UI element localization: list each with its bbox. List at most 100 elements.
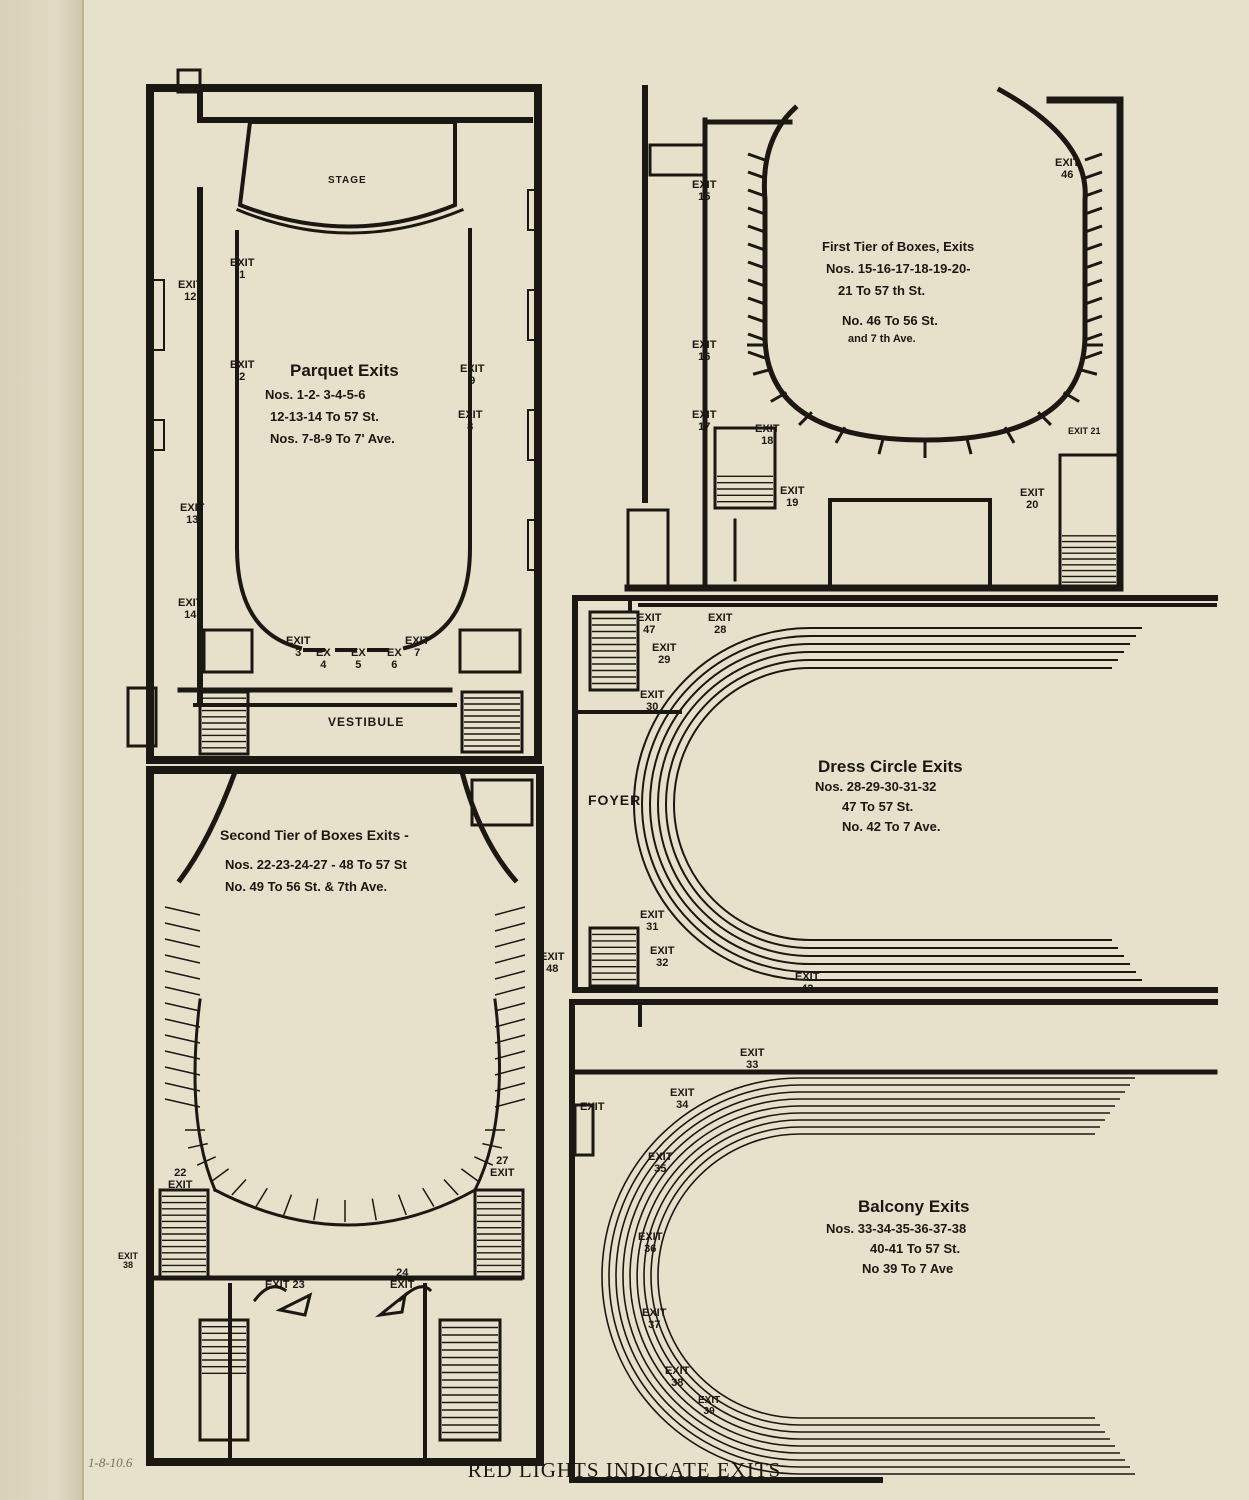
balcony-seat-row <box>629 1105 1115 1447</box>
parquet-line-1: Nos. 1-2- 3-4-5-6 <box>265 387 366 402</box>
exit-balcony-wall: EXIT <box>580 1101 605 1113</box>
second-tier-box-divider <box>474 1156 494 1166</box>
first-tier-box-divider <box>1084 206 1103 216</box>
second-tier-box-divider <box>494 922 526 932</box>
stage-label: STAGE <box>328 175 367 186</box>
second-tier-box-divider <box>211 1168 230 1182</box>
exit-21: EXIT 21 <box>1068 426 1101 436</box>
first-tier-box-divider <box>1084 170 1103 180</box>
dress-circle-plan <box>572 595 1218 993</box>
first-tier-box-divider <box>1079 368 1098 376</box>
first-tier-box-divider <box>747 188 766 198</box>
second-tier-title: Second Tier of Boxes Exits - <box>220 827 409 843</box>
second-tier-box-divider <box>494 1082 526 1092</box>
second-tier-box-divider <box>482 1142 503 1149</box>
second-tier-box-divider <box>494 1066 526 1076</box>
first-tier-box-divider <box>752 368 771 376</box>
balcony-seat-row <box>622 1098 1120 1454</box>
first-tier-box-divider <box>747 278 766 288</box>
dress-circle-seat-row <box>641 635 1136 973</box>
first-tier-box-divider <box>798 411 813 426</box>
second-tier-box-divider <box>196 1156 216 1166</box>
balcony-plan <box>569 999 1218 1483</box>
second-tier-box-divider <box>494 1034 526 1044</box>
first-tier-box-divider <box>1084 350 1103 360</box>
balcony-line-2: 40-41 To 57 St. <box>870 1241 961 1256</box>
dress-circle-seat-row <box>649 643 1130 965</box>
first-tier-line-2: 21 To 57 th St. <box>838 283 926 298</box>
second-tier-box-divider <box>164 1002 201 1012</box>
second-tier-box-divider <box>460 1168 479 1182</box>
second-tier-box-divider <box>494 1050 526 1060</box>
second-tier-box-divider <box>164 1098 201 1108</box>
balcony-seat-row <box>650 1126 1100 1426</box>
stage-outline <box>237 120 457 229</box>
balcony-seat-row <box>615 1091 1125 1461</box>
second-tier-box-divider <box>494 970 526 980</box>
balcony-title: Balcony Exits <box>858 1197 970 1216</box>
second-tier-box-divider <box>313 1198 319 1221</box>
second-tier-box-divider <box>494 906 526 916</box>
parquet-line-3: Nos. 7-8-9 To 7' Ave. <box>270 431 395 446</box>
second-tier-line-1: Nos. 22-23-24-27 - 48 To 57 St <box>225 857 407 872</box>
parquet-horseshoe <box>235 228 472 651</box>
first-tier-box-divider <box>1062 391 1080 403</box>
first-tier-box-divider <box>1084 278 1103 288</box>
dress-circle-line-2: 47 To 57 St. <box>842 799 914 814</box>
parquet-line-2: 12-13-14 To 57 St. <box>270 409 379 424</box>
foyer-label: FOYER <box>588 792 642 808</box>
binding-gutter <box>0 0 84 1500</box>
second-tier-outer-wall <box>146 766 544 1466</box>
first-tier-box-divider <box>747 350 766 360</box>
first-tier-box-divider <box>1084 296 1103 306</box>
second-tier-box-divider <box>164 1018 201 1028</box>
first-tier-line-4: and 7 th Ave. <box>848 333 916 345</box>
first-tier-box-divider <box>770 391 788 403</box>
balcony-seat-row <box>657 1133 1095 1419</box>
first-tier-box-divider <box>1084 152 1103 162</box>
second-tier-box-divider <box>397 1194 407 1216</box>
dress-circle-seat-row <box>665 659 1118 949</box>
second-tier-line-2: No. 49 To 56 St. & 7th Ave. <box>225 879 388 894</box>
second-tier-box-divider <box>164 922 201 932</box>
dress-circle-outer-wall <box>572 595 1218 993</box>
second-tier-plan <box>146 766 544 1466</box>
balcony-seat-row <box>608 1084 1130 1468</box>
first-tier-box-divider <box>747 314 766 324</box>
first-tier-box-divider <box>1084 242 1103 252</box>
second-tier-box-divider <box>494 1002 526 1012</box>
first-tier-box-divider <box>1084 188 1103 198</box>
first-tier-box-divider <box>877 436 886 455</box>
balcony-seat-row <box>636 1112 1110 1440</box>
second-tier-box-divider <box>255 1187 268 1207</box>
first-tier-box-divider <box>747 206 766 216</box>
dress-circle-seat-row <box>633 627 1142 981</box>
first-tier-line-3: No. 46 To 56 St. <box>842 313 938 328</box>
dress-circle-line-1: Nos. 28-29-30-31-32 <box>815 779 937 794</box>
second-tier-box-divider <box>164 1050 201 1060</box>
second-tier-box-divider <box>187 1142 208 1149</box>
balcony-outer-wall <box>569 999 1218 1483</box>
